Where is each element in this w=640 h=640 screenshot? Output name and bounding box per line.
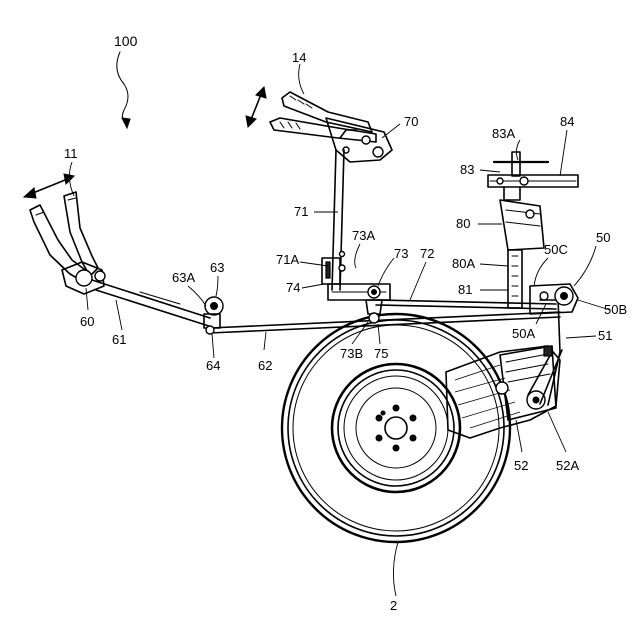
label-84: 84 [560,114,574,129]
motion-arrow-lever [246,87,266,127]
label-50C: 50C [544,242,568,257]
label-50A: 50A [512,326,535,341]
pivot-63 [204,297,223,334]
label-11: 11 [64,146,78,161]
link-71 [322,150,345,290]
label-71: 71 [294,204,308,219]
reference-labels: 100 11 14 70 83A 84 83 80 71 73A 50 50C … [64,33,627,613]
lever-14 [270,92,392,162]
label-83A: 83A [492,126,515,141]
label-75: 75 [374,346,388,361]
label-80A: 80A [452,256,475,271]
label-2: 2 [390,598,397,613]
label-64: 64 [206,358,220,373]
label-72: 72 [420,246,434,261]
label-73B: 73B [340,346,363,361]
label-61: 61 [112,332,126,347]
rod-72 [376,300,556,309]
label-62: 62 [258,358,272,373]
label-60: 60 [80,314,94,329]
label-83: 83 [460,162,474,177]
handle-11 [30,192,105,294]
reference-arrow-100 [117,52,130,128]
label-63A: 63A [172,270,195,285]
label-73: 73 [394,246,408,261]
label-74: 74 [286,280,300,295]
label-63: 63 [210,260,224,275]
label-100: 100 [114,33,138,49]
link-61 [92,280,212,327]
label-80: 80 [456,216,470,231]
label-50: 50 [596,230,610,245]
label-50B: 50B [604,302,627,317]
label-52: 52 [514,458,528,473]
label-81: 81 [458,282,472,297]
label-70: 70 [404,114,418,129]
wheel [282,314,510,542]
label-73A: 73A [352,228,375,243]
label-51: 51 [598,328,612,343]
label-14: 14 [292,50,306,65]
label-71A: 71A [276,252,299,267]
bracket-73 [328,284,390,323]
label-52A: 52A [556,458,579,473]
